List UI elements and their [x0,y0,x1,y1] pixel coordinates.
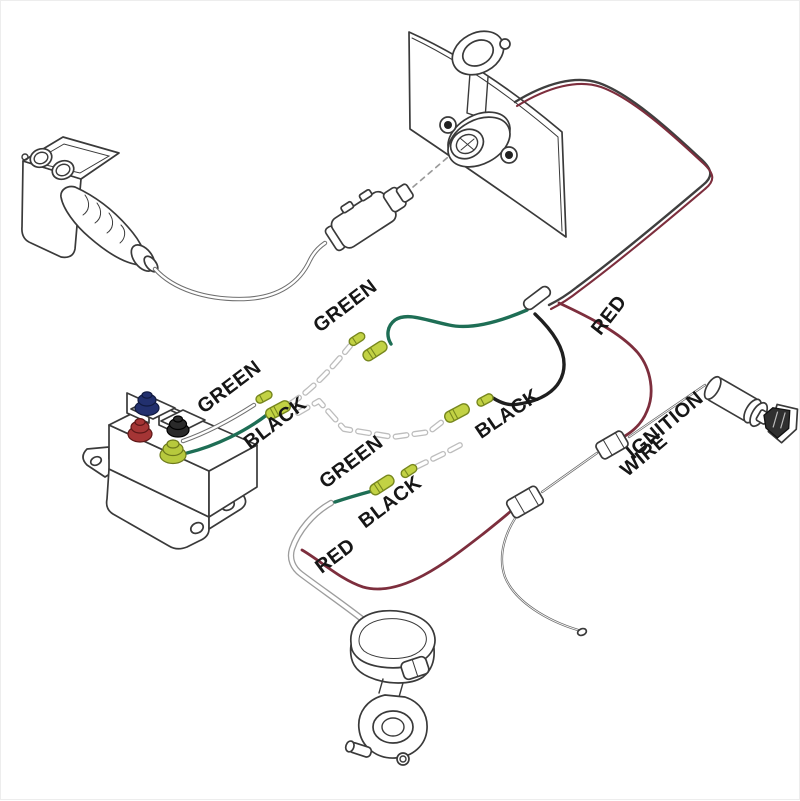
bullet-connector-small [348,331,366,347]
bullet-connectors [255,331,494,496]
remote-cable [153,241,327,301]
plug-to-socket-guide [412,151,455,188]
clamp-ring-mid [372,710,414,744]
switch-rocker [400,655,430,681]
solenoid [82,391,270,550]
remote-head-side [21,160,82,259]
solenoid-green-lead [185,412,270,455]
bullet-connector-small [255,390,273,404]
remote-grip [60,185,147,266]
label-green-dash-switch: GREEN [309,275,381,337]
red-wire-handlebar-switch [300,509,513,591]
plug-tab-2 [358,188,373,202]
socket-cap-inner [461,39,495,67]
bracket-hole-left [89,455,103,467]
harness-red-wire [515,82,714,311]
remote-plug [324,183,414,252]
grip-hatch [119,224,126,244]
ignition-wire-tail [500,512,580,632]
socket-cap-lug [499,38,511,50]
grip-hatch [82,194,90,216]
handlebar-switch [344,609,436,766]
red-wire-dash-switch [557,301,653,438]
socket-screw-left [444,121,452,129]
label-green-solenoid: GREEN [193,356,265,418]
terminal-black [166,415,190,438]
plug-tab-1 [340,200,355,214]
clamp-bolt-head [344,740,355,753]
key-bow-hatch [772,411,786,429]
remote-cable-casing [152,240,328,302]
label-black-solenoid: BLACK [240,393,311,454]
label-black-dash-switch: BLACK [471,385,543,444]
inline-connector-lower [505,485,545,519]
inline-connector-ridge [514,487,540,515]
bullet-connector-large [362,340,388,362]
bullet-connector-small [476,393,494,407]
switch-lid [350,609,436,669]
harness-sheath [522,285,552,311]
grip-hatch [94,202,102,224]
dashed-route-switch-black [414,441,466,469]
plug-tip [395,183,414,203]
bullet-connector-large [444,403,470,423]
green-wire-dash-switch [386,308,529,346]
panel-socket [439,30,518,168]
bracket-hole-bottom [189,521,205,535]
bullet-connector-large [369,474,395,496]
socket-slots [459,137,475,151]
dashed-route-solenoid-green [288,344,352,406]
remote-head-screw [21,153,29,161]
bullet-connector-large [265,400,291,420]
bullet-connector-small [400,463,418,479]
socket-face-inner [455,133,479,155]
grip-hatch [106,212,114,234]
key-barrel-rear [703,375,722,401]
solenoid-bracket-bottom [105,468,210,550]
black-wire-dash-switch [491,312,566,407]
ignition-wire-middle [541,452,598,493]
terminal-yellow [159,439,187,465]
ignition-wire-upper [628,384,706,438]
ignition-wire-tail [501,513,579,631]
remote-button-2-inner [55,163,71,177]
dashed-wire-routes [287,343,467,470]
label-red-dash-switch: RED [587,291,631,339]
sheath-tube [522,285,552,311]
switch-tube [289,501,374,629]
inline-connector-body [595,430,629,460]
inline-connector-body [505,485,545,519]
green-wire-handlebar-switch [333,489,374,504]
inline-connector-upper [595,430,629,460]
dashed-route-solenoid-black [296,399,449,439]
solenoid-black-lead [181,403,256,443]
clamp-nut-inner [399,755,407,763]
switch-lid-inner [358,618,427,659]
terminal-blue [134,391,160,417]
clamp-ring-inner [381,717,405,737]
ignition-wire [500,383,707,637]
labels: GREEN BLACK GREEN BLACK GREEN BLACK RED … [193,275,707,578]
panel-harness [513,78,714,311]
key-bow [763,407,791,439]
clamp-nut [396,752,410,766]
remote-button-1-inner [33,151,49,165]
clamp-bolt [344,740,373,758]
handlebar-switch-harness [287,499,376,631]
inline-connector-ridge [602,432,625,456]
terminal-red [127,418,153,443]
key-switch [703,375,799,444]
socket-screw-right [505,151,513,159]
rocker-divider [411,658,419,678]
ignition-wire-tip [576,627,588,637]
remote-control [21,136,328,302]
switch-clamp-stem [378,678,404,698]
